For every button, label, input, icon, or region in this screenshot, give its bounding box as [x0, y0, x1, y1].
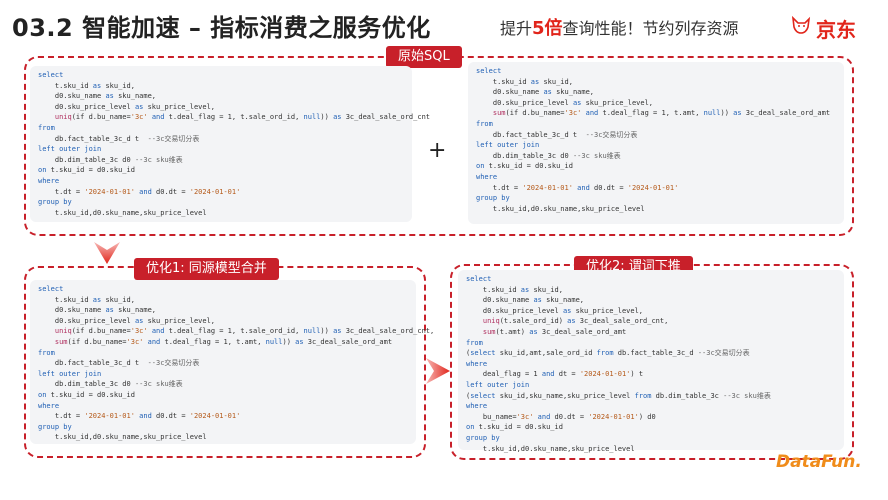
code-line: t.dt = '2024-01-01' and d0.dt = '2024-01…	[476, 183, 679, 192]
code-line: from	[466, 338, 483, 347]
code-line: sum(if d.bu_name='3c' and t.deal_flag = …	[54, 337, 393, 346]
code-line: d0.sku_price_level as sku_price_level,	[38, 316, 216, 325]
code-line: group by	[38, 422, 72, 431]
code-line: t.sku_id,d0.sku_name,sku_price_level	[38, 208, 207, 217]
code-line: d0.sku_name as sku_name,	[38, 306, 157, 315]
code-line: where	[466, 359, 488, 368]
code-line: d0.sku_price_level as sku_price_level,	[38, 102, 216, 111]
code-line: sum(if d.bu_name='3c' and t.deal_flag = …	[492, 109, 831, 118]
code-line: d0.sku_name as sku_name,	[476, 88, 595, 97]
code-line: from	[38, 348, 55, 357]
code-line: t.sku_id,d0.sku_name,sku_price_level	[476, 204, 645, 213]
page-title: 03.2 智能加速 – 指标消费之服务优化	[12, 14, 431, 42]
code-line: deal_flag = 1 and dt = '2024-01-01') t	[466, 370, 644, 379]
code-line: group by	[38, 198, 72, 207]
datafun-logo: DataFun.	[776, 452, 862, 472]
code-line: on t.sku_id = d0.sku_id	[38, 390, 135, 399]
code-line: select	[38, 71, 64, 79]
optimization1-label: 优化1: 同源模型合并	[134, 258, 279, 280]
code-line: group by	[476, 194, 510, 203]
code-line: t.sku_id as sku_id,	[476, 77, 573, 86]
code-line: left outer join	[38, 369, 102, 378]
code-line: t.sku_id as sku_id,	[466, 285, 563, 294]
code-line: t.sku_id as sku_id,	[38, 81, 135, 90]
code-line: t.dt = '2024-01-01' and d0.dt = '2024-01…	[38, 187, 241, 196]
code-line: uniq(if d.bu_name='3c' and t.deal_flag =…	[54, 327, 435, 336]
code-line: on t.sku_id = d0.sku_id	[476, 162, 573, 171]
code-line: uniq(if d.bu_name='3c' and t.deal_flag =…	[54, 113, 431, 122]
subtitle-suffix: 查询性能！节约列存资源	[562, 19, 739, 38]
subtitle-highlight: 5倍	[532, 18, 563, 39]
code-line: left outer join	[476, 141, 540, 150]
code-line: on t.sku_id = d0.sku_id	[466, 423, 563, 432]
plus-sign: +	[428, 138, 447, 163]
code-line: d0.sku_price_level as sku_price_level,	[476, 98, 654, 107]
code-line: d0.sku_name as sku_name,	[466, 296, 585, 305]
code-block-bottom-left: select t.sku_id as sku_id, d0.sku_name a…	[30, 280, 435, 444]
code-line: sum(t.amt) as 3c_deal_sale_ord_amt	[482, 327, 627, 336]
code-line: select	[466, 275, 492, 283]
page-subtitle: 提升5倍查询性能！节约列存资源	[500, 14, 739, 40]
code-line: db.fact_table_3c_d t --3c交易切分表	[38, 359, 200, 368]
logo-text: 京东	[816, 18, 856, 42]
code-line: from	[38, 123, 55, 132]
code-block-bottom-right: select t.sku_id as sku_id, d0.sku_name a…	[458, 270, 844, 453]
code-line: where	[38, 176, 60, 185]
code-line: db.dim_table_3c d0 --3c sku维表	[476, 151, 621, 160]
down-arrow-icon	[94, 242, 120, 264]
code-line: where	[38, 401, 60, 410]
code-block-top-right: select t.sku_id as sku_id, d0.sku_name a…	[468, 62, 844, 224]
code-line: d0.sku_name as sku_name,	[38, 92, 157, 101]
code-line: t.dt = '2024-01-01' and d0.dt = '2024-01…	[38, 412, 241, 421]
code-line: d0.sku_price_level as sku_price_level,	[466, 306, 644, 315]
code-line: db.fact_table_3c_d t --3c交易切分表	[38, 134, 200, 143]
original-sql-label: 原始SQL	[386, 46, 462, 68]
code-line: (select sku_id,sku_name,sku_price_level …	[466, 391, 771, 400]
code-line: bu_name='3c' and d0.dt = '2024-01-01') d…	[466, 412, 656, 421]
code-line: on t.sku_id = d0.sku_id	[38, 166, 135, 175]
code-line: where	[476, 172, 498, 181]
code-block-top-left: select t.sku_id as sku_id, d0.sku_name a…	[30, 66, 431, 222]
code-line: db.dim_table_3c d0 --3c sku维表	[38, 155, 183, 164]
code-line: t.sku_id,d0.sku_name,sku_price_level	[38, 433, 207, 442]
code-line: db.dim_table_3c d0 --3c sku维表	[38, 380, 183, 389]
code-line: db.fact_table_3c_d t --3c交易切分表	[476, 130, 638, 139]
right-arrow-icon	[426, 358, 450, 384]
code-line: t.sku_id as sku_id,	[38, 295, 135, 304]
code-line: left outer join	[38, 145, 102, 154]
jd-dog-icon	[791, 15, 811, 34]
code-line: group by	[466, 433, 500, 442]
code-line: left outer join	[466, 380, 530, 389]
subtitle-prefix: 提升	[500, 19, 533, 38]
code-line: (select sku_id,amt,sale_ord_id from db.f…	[466, 349, 750, 358]
jd-logo: 京东	[790, 10, 880, 42]
code-line: select	[476, 67, 502, 75]
code-line: from	[476, 119, 493, 128]
code-line: select	[38, 285, 64, 293]
code-line: uniq(t.sale_ord_id) as 3c_deal_sale_ord_…	[482, 317, 669, 326]
code-line: t.sku_id,d0.sku_name,sku_price_level	[466, 444, 635, 453]
code-line: where	[466, 402, 488, 411]
